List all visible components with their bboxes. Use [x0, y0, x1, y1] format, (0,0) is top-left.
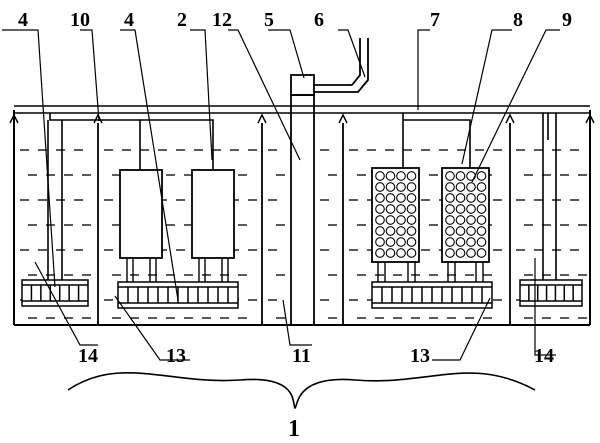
perforation-hole [375, 215, 385, 225]
perforation-hole [476, 226, 487, 236]
perforation-hole [445, 237, 455, 247]
hanger-brackets [49, 113, 549, 170]
label-1: 1 [288, 416, 300, 442]
top-pipe [14, 105, 590, 114]
perforation-hole [466, 248, 476, 258]
perforation-hole [445, 204, 455, 214]
perforation-hole [385, 204, 396, 214]
perforation-hole [406, 204, 417, 214]
perforation-hole [455, 215, 466, 225]
electrode-legs [126, 258, 484, 282]
left-rods [47, 120, 63, 280]
part-labels: 4 10 4 2 12 5 6 7 8 9 14 13 11 13 14 1 [18, 9, 572, 442]
perforated-electrodes [371, 167, 490, 263]
perforation-hole [476, 171, 487, 181]
perforation-hole [396, 226, 406, 236]
perforation-hole [385, 248, 396, 258]
perforation-hole [375, 248, 385, 258]
perforation-hole [385, 193, 396, 203]
label-4-center: 4 [124, 9, 134, 31]
perforation-hole [476, 248, 487, 258]
perforation-hole [406, 237, 417, 247]
perforation-hole [406, 248, 417, 258]
perforation-hole [375, 237, 385, 247]
perforation-hole [445, 248, 455, 258]
perforation-hole [476, 204, 487, 214]
perforation-hole [385, 215, 396, 225]
perforation-hole [466, 193, 476, 203]
aerator-grids [21, 279, 583, 309]
perforation-hole [375, 193, 385, 203]
perforation-hole [455, 226, 466, 236]
label-8: 8 [513, 9, 523, 31]
label-10: 10 [70, 9, 90, 31]
label-12: 12 [212, 9, 232, 31]
perforation-hole [466, 215, 476, 225]
perforation-hole [466, 226, 476, 236]
perforation-hole [406, 226, 417, 236]
perforation-hole [466, 204, 476, 214]
perforation-hole [455, 193, 466, 203]
perforation-hole [385, 237, 396, 247]
perforation-hole [445, 215, 455, 225]
flow-arrows [9, 113, 595, 124]
electrode-holes [375, 171, 487, 258]
perforation-hole [406, 171, 417, 181]
perforation-hole [476, 215, 487, 225]
perforation-hole [445, 171, 455, 181]
plate-electrodes-left [119, 169, 235, 259]
perforation-hole [375, 171, 385, 181]
perforation-hole [396, 171, 406, 181]
perforation-hole [455, 237, 466, 247]
perforation-hole [396, 248, 406, 258]
perforation-hole [396, 204, 406, 214]
label-13-left: 13 [166, 345, 186, 367]
perforation-hole [455, 171, 466, 181]
central-column [290, 74, 315, 325]
perforation-hole [396, 182, 406, 192]
perforation-hole [375, 226, 385, 236]
perforation-hole [455, 248, 466, 258]
label-13-right: 13 [410, 345, 430, 367]
perforation-hole [476, 237, 487, 247]
perforation-hole [476, 193, 487, 203]
label-7: 7 [430, 9, 440, 31]
perforation-hole [445, 182, 455, 192]
perforation-hole [385, 171, 396, 181]
perforation-hole [396, 237, 406, 247]
liquid-dashes [20, 149, 587, 319]
perforation-hole [406, 215, 417, 225]
partitions [13, 123, 511, 325]
perforation-hole [406, 182, 417, 192]
perforation-hole [385, 182, 396, 192]
perforation-hole [445, 226, 455, 236]
perforation-hole [476, 182, 487, 192]
label-6: 6 [314, 9, 324, 31]
perforation-hole [396, 215, 406, 225]
perforation-hole [375, 182, 385, 192]
label-5: 5 [264, 9, 274, 31]
grouping-brace [67, 372, 536, 410]
label-2: 2 [177, 9, 187, 31]
perforation-hole [466, 237, 476, 247]
perforation-hole [396, 193, 406, 203]
perforation-hole [455, 204, 466, 214]
perforation-hole [455, 182, 466, 192]
perforation-hole [385, 226, 396, 236]
label-14-left: 14 [78, 345, 98, 367]
label-9: 9 [562, 9, 572, 31]
perforation-hole [406, 193, 417, 203]
right-rods [542, 113, 557, 280]
perforation-hole [445, 193, 455, 203]
label-11: 11 [292, 345, 311, 367]
leader-lines [2, 29, 560, 361]
label-4-left: 4 [18, 9, 28, 31]
perforation-hole [466, 182, 476, 192]
tank-outline [13, 110, 591, 326]
supply-pipe [314, 38, 369, 93]
perforation-hole [375, 204, 385, 214]
label-14-right: 14 [534, 345, 554, 367]
